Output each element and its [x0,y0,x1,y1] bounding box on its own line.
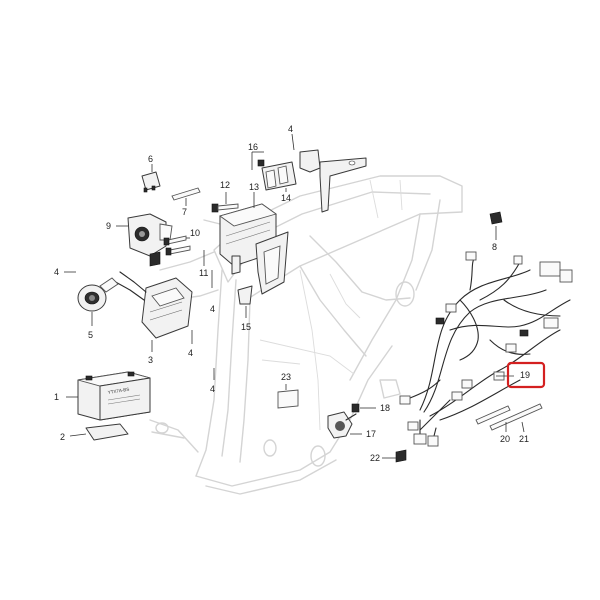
callout-12: 12 [220,180,230,190]
clip-8[interactable] [489,211,503,225]
callout-20: 20 [500,434,510,444]
relay[interactable] [141,171,161,193]
callout-4-mid: 4 [188,348,193,358]
bolt-12[interactable] [211,203,239,213]
callout-4-top: 4 [288,124,293,134]
callout-18: 18 [380,403,390,413]
clip-22[interactable] [395,449,407,463]
regulator[interactable] [111,271,193,339]
callout-7: 7 [182,207,187,217]
callout-4-low: 4 [210,384,215,394]
callout-21: 21 [519,434,529,444]
callout-17: 17 [366,429,376,439]
callout-15: 15 [241,322,251,332]
bolt-18[interactable] [351,403,360,413]
callout-4-left: 4 [54,267,59,277]
callout-10: 10 [190,228,200,238]
battery-label-text: YTX7A-BS [107,387,129,395]
bolt-7[interactable] [171,187,201,201]
callout-19: 19 [520,370,530,380]
battery-pad[interactable] [85,423,129,441]
rods-20-21[interactable] [475,403,543,431]
callout-23: 23 [281,372,291,382]
ignition-switch[interactable] [127,213,173,267]
callout-11: 11 [199,268,208,278]
callout-14: 14 [281,193,291,203]
callout-3: 3 [148,355,153,365]
callout-2: 2 [60,432,65,442]
horn[interactable] [77,277,119,312]
bracket-top[interactable] [299,149,367,213]
callout-9: 9 [106,221,111,231]
callout-22: 22 [370,453,380,463]
callout-4-ecu: 4 [210,304,215,314]
label-23[interactable] [277,389,299,409]
callout-1: 1 [54,392,59,402]
callout-13: 13 [249,182,259,192]
callout-6: 6 [148,154,153,164]
wiring-harness[interactable] [399,251,573,447]
callouts: 1 2 3 4 4 4 4 4 5 6 7 8 9 10 11 12 13 [54,124,546,463]
battery[interactable]: YTX7A-BS [77,371,151,421]
callout-5: 5 [88,330,93,340]
frame-outline [149,175,463,495]
bracket-15[interactable] [237,231,289,305]
sensor[interactable] [327,411,357,439]
relay-block[interactable] [257,159,297,191]
highlight-box-19 [506,361,546,389]
callout-8: 8 [492,242,497,252]
callout-16: 16 [248,142,258,152]
bolts-10-11[interactable] [163,235,191,256]
